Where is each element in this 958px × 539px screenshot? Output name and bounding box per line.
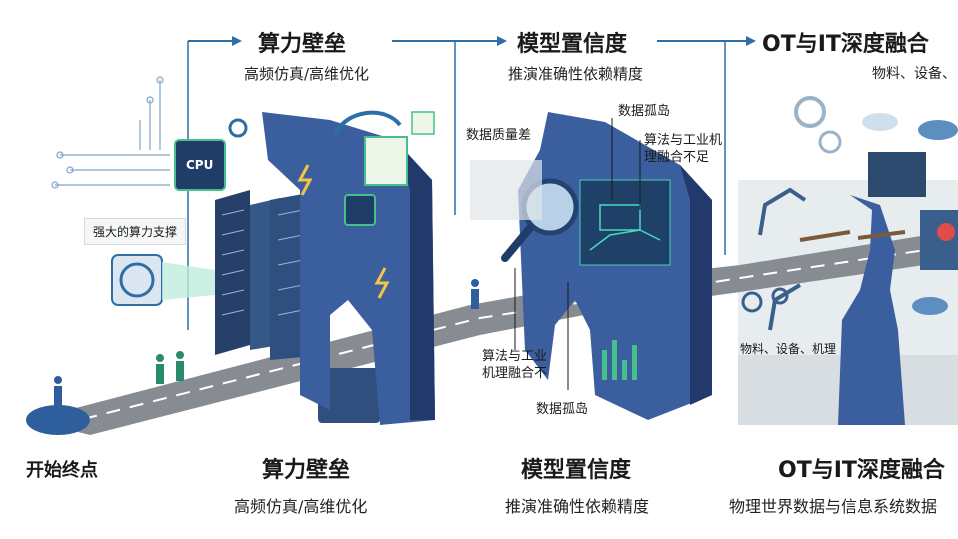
hologram-screen [579,179,671,266]
gear-icon [771,287,789,305]
callout-label: 算法与工业机理融合不足 [644,133,723,165]
bottom-stage-title: 模型置信度 [521,458,632,483]
stage-subtitle: 高频仿真/高维优化 [244,65,370,83]
stage-title: OT与IT深度融合 [762,32,929,57]
cycle-arrow [333,110,402,136]
document-icon [364,136,408,186]
magnifier-handle [501,224,534,262]
callout-label: 算法与工业机理融合不 [482,349,548,381]
bottom-stage-title: 算力壁垒 [262,458,351,483]
bar-chart-icon [602,340,637,380]
bottom-stage-subtitle: 物理世界数据与信息系统数据 [729,497,938,516]
cloud-icon [912,297,948,315]
gear-icon [741,291,763,313]
lightning-icon [374,267,390,299]
bottom-stage-title: OT与IT深度融合 [778,458,945,483]
person-icon [54,376,62,406]
cpu-chip-icon [344,194,376,226]
callout-label: 数据质量差 [466,128,532,143]
gear-icon [794,96,826,128]
leader-lines [514,118,641,390]
stage-subtitle: 物料、设备、 [872,66,956,82]
broken-bridge [799,230,906,242]
stage-title: 模型置信度 [517,32,628,57]
cpu-chip-icon [174,139,226,191]
cloud-icon [862,113,898,131]
server-lights [221,206,319,316]
lightning-icon [297,164,313,196]
road [30,230,958,435]
callout-label: 数据孤岛 [536,402,589,417]
person-icon [156,351,184,384]
start-platform [26,405,90,435]
gear-icon [818,130,842,154]
cpu-label: CPU [186,158,214,172]
airflow [162,262,215,300]
circuit-lines [51,76,170,189]
stage-subtitle: 推演准确性依赖精度 [508,65,644,83]
bottom-stage-subtitle: 推演准确性依赖精度 [505,497,650,516]
guide-line [454,41,726,255]
hologram-grid [589,204,661,251]
arrow-icon [497,36,507,46]
cliff-shadow [395,140,435,420]
callout-label: 数据孤岛 [618,104,671,119]
arrow-icon [746,36,756,46]
arrow-icon [232,36,242,46]
bottom-stage-subtitle: 高频仿真/高维优化 [234,497,368,516]
cloud-icon [918,120,958,140]
fan-icon [318,368,380,423]
monitor-icon [868,152,926,197]
error-icon [937,223,955,241]
cliff-gap [838,195,905,425]
callout-label: 物料、设备、机理 [740,342,837,356]
blurred-panel [470,160,542,220]
cliff-shadow [680,165,712,405]
start-label: 开始终点 [26,460,98,481]
brain-icon [411,111,435,135]
callout-box: 强大的算力支撑 [84,218,187,245]
stage-title: 算力壁垒 [258,32,347,57]
server-icon [920,210,958,270]
person-icon [471,279,479,309]
gear-icon [228,118,248,138]
